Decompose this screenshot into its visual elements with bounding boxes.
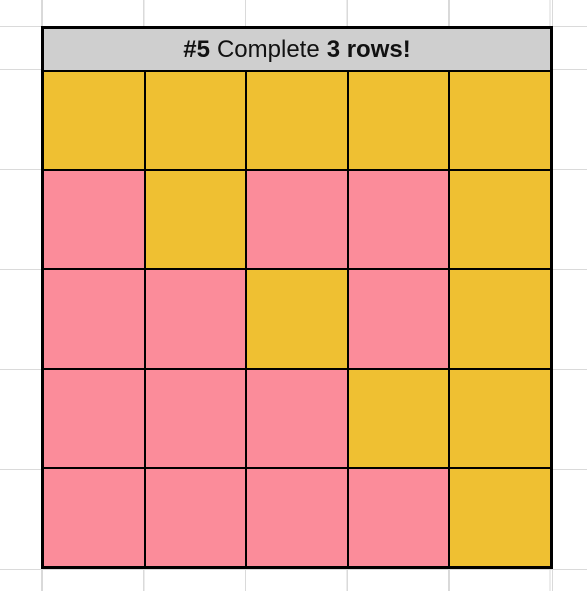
grid-cell-pink[interactable]	[348, 171, 449, 269]
grid-cell-yellow[interactable]	[247, 270, 347, 368]
grid-cell-yellow[interactable]	[145, 171, 246, 269]
grid-cell-pink[interactable]	[247, 468, 347, 566]
puzzle-goal: 3 rows!	[326, 35, 411, 63]
grid-cell-pink[interactable]	[145, 270, 246, 368]
grid-cell-pink[interactable]	[247, 369, 347, 467]
grid-cell-pink[interactable]	[44, 270, 144, 368]
grid-cell-pink[interactable]	[145, 369, 246, 467]
grid-cell-yellow[interactable]	[450, 270, 550, 368]
grid-cell-pink[interactable]	[44, 468, 144, 566]
grid-cell-yellow[interactable]	[44, 72, 144, 170]
puzzle-number: #5	[183, 35, 210, 63]
grid-cell-yellow[interactable]	[348, 369, 449, 467]
grid-cell-yellow[interactable]	[348, 72, 449, 170]
grid-cell-yellow[interactable]	[247, 72, 347, 170]
grid-cell-pink[interactable]	[145, 468, 246, 566]
grid-cell-pink[interactable]	[44, 369, 144, 467]
puzzle-grid	[44, 72, 550, 566]
grid-cell-pink[interactable]	[247, 171, 347, 269]
gridline	[0, 569, 587, 570]
grid-cell-yellow[interactable]	[450, 171, 550, 269]
puzzle-board: #5 Complete 3 rows!	[41, 26, 553, 569]
grid-cell-yellow[interactable]	[145, 72, 246, 170]
grid-cell-pink[interactable]	[348, 468, 449, 566]
grid-cell-pink[interactable]	[44, 171, 144, 269]
grid-cell-pink[interactable]	[348, 270, 449, 368]
puzzle-header: #5 Complete 3 rows!	[44, 29, 550, 72]
grid-cell-yellow[interactable]	[450, 369, 550, 467]
grid-cell-yellow[interactable]	[450, 72, 550, 170]
grid-cell-yellow[interactable]	[450, 468, 550, 566]
puzzle-instruction: Complete	[216, 35, 320, 63]
